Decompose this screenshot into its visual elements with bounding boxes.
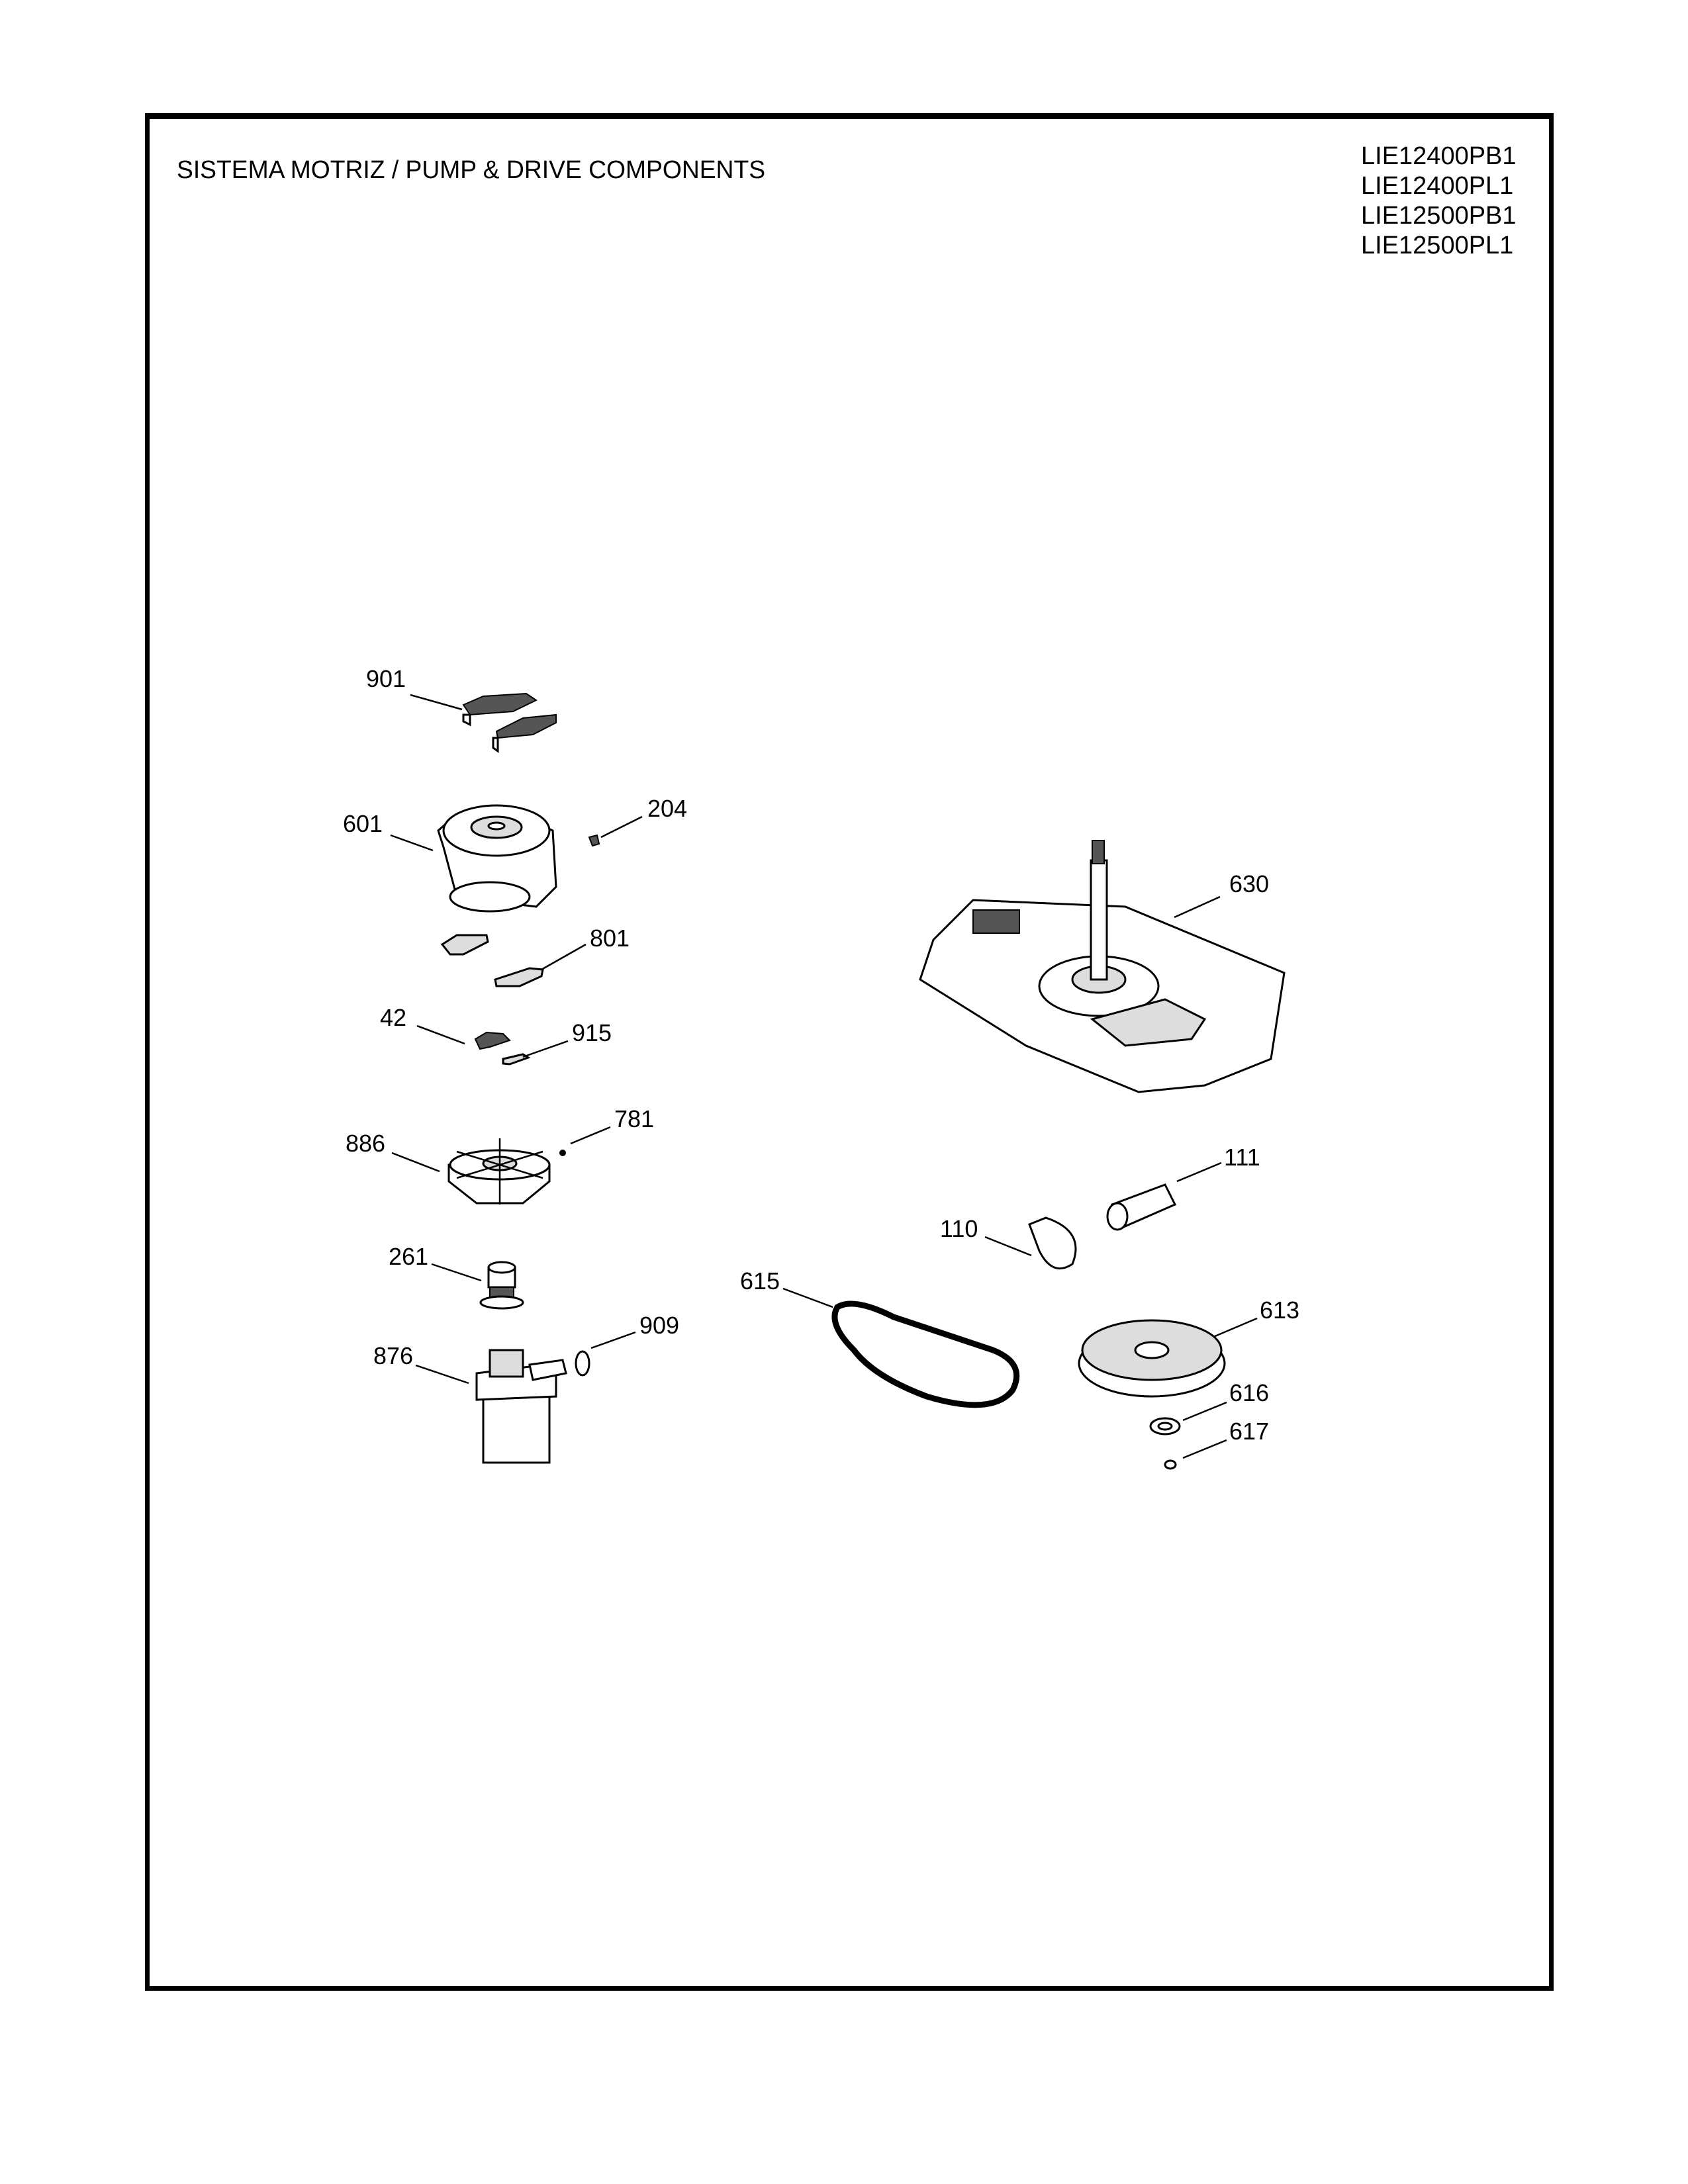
pulley-drawing: [1078, 1319, 1226, 1398]
drain-pump-drawing: [475, 1349, 567, 1464]
callout-fan: 886: [346, 1130, 440, 1173]
callout-retaining-ring: 617: [1182, 1418, 1269, 1459]
capacitor-drawing: [1106, 1183, 1177, 1231]
leader-line: [600, 815, 643, 839]
callout-thermal-protector: 42: [380, 1004, 465, 1045]
callout-motor: 601: [343, 810, 434, 852]
transmission-base-drawing: [919, 840, 1286, 1093]
coupling-drawing: [479, 1261, 524, 1310]
plate-drawing: [502, 1053, 531, 1066]
callout-number: 601: [343, 810, 383, 837]
leader-line: [431, 1263, 482, 1282]
fan-drawing: [447, 1138, 551, 1205]
leader-line: [1182, 1401, 1227, 1422]
leader-line: [1182, 1439, 1227, 1459]
callout-number: 801: [590, 925, 630, 952]
callout-number: 616: [1229, 1379, 1269, 1406]
callout-clip: 204: [600, 795, 687, 839]
leader-line: [415, 1364, 469, 1385]
page-title: SISTEMA MOTRIZ / PUMP & DRIVE COMPONENTS: [177, 156, 766, 184]
callout-number: 886: [346, 1130, 385, 1157]
clip-drawing: [588, 834, 600, 847]
callout-belt: 615: [740, 1267, 833, 1308]
callout-plate: 915: [522, 1019, 612, 1058]
callout-drain-pump: 876: [373, 1342, 469, 1385]
leader-line: [541, 943, 586, 971]
motor-mount-pads-drawing: [462, 692, 557, 753]
capacitor-strap-drawing: [1028, 1216, 1077, 1270]
motor-brackets-drawing: [440, 934, 544, 987]
thermal-protector-drawing: [474, 1031, 511, 1050]
retaining-ring-drawing: [1164, 1459, 1177, 1470]
callout-transmission-base: 630: [1174, 870, 1269, 919]
model-number: LIE12500PB1: [1361, 202, 1517, 230]
callout-number: 781: [614, 1105, 654, 1132]
model-number: LIE12400PB1: [1361, 142, 1517, 170]
motor-drawing: [437, 804, 557, 913]
callout-number: 617: [1229, 1418, 1269, 1445]
callout-number: 876: [373, 1342, 413, 1369]
leader-line: [1174, 895, 1221, 919]
leader-line: [1213, 1317, 1258, 1338]
callout-motor-mount-pads: 901: [366, 665, 463, 711]
callout-number: 615: [740, 1267, 780, 1295]
callout-screw: 781: [570, 1105, 654, 1145]
callout-number: 613: [1260, 1297, 1299, 1324]
callout-number: 42: [380, 1004, 406, 1031]
callout-hose-clamp: 909: [590, 1312, 679, 1349]
leader-line: [570, 1126, 611, 1145]
hose-clamp-drawing: [575, 1350, 590, 1377]
callout-coupling: 261: [389, 1243, 482, 1282]
callout-motor-brackets: 801: [541, 925, 630, 971]
callout-number: 630: [1229, 870, 1269, 897]
callout-washer: 616: [1182, 1379, 1269, 1422]
callout-number: 909: [639, 1312, 679, 1339]
callout-number: 111: [1224, 1144, 1260, 1171]
leader-line: [590, 1331, 636, 1349]
callout-number: 261: [389, 1243, 428, 1270]
leader-line: [416, 1024, 465, 1045]
model-list: LIE12400PB1 LIE12400PL1 LIE12500PB1 LIE1…: [1361, 142, 1517, 261]
leader-line: [782, 1287, 833, 1308]
callout-number: 110: [940, 1215, 978, 1242]
page-border: [145, 113, 1554, 1991]
callout-number: 915: [572, 1019, 612, 1046]
callout-capacitor: 111: [1176, 1144, 1260, 1183]
washer-drawing: [1149, 1417, 1181, 1435]
leader-line: [984, 1236, 1032, 1257]
leader-line: [522, 1040, 569, 1058]
leader-line: [410, 694, 463, 711]
leader-line: [391, 1152, 440, 1173]
callout-number: 901: [366, 665, 406, 692]
model-number: LIE12400PL1: [1361, 172, 1514, 200]
callout-number: 204: [647, 795, 687, 822]
screw-drawing: [559, 1150, 566, 1156]
callout-capacitor-strap: 110: [940, 1215, 1032, 1257]
leader-line: [1176, 1161, 1222, 1183]
belt-drawing: [831, 1300, 1020, 1408]
model-number: LIE12500PL1: [1361, 232, 1514, 259]
leader-line: [390, 834, 434, 852]
callout-pulley: 613: [1213, 1297, 1299, 1338]
